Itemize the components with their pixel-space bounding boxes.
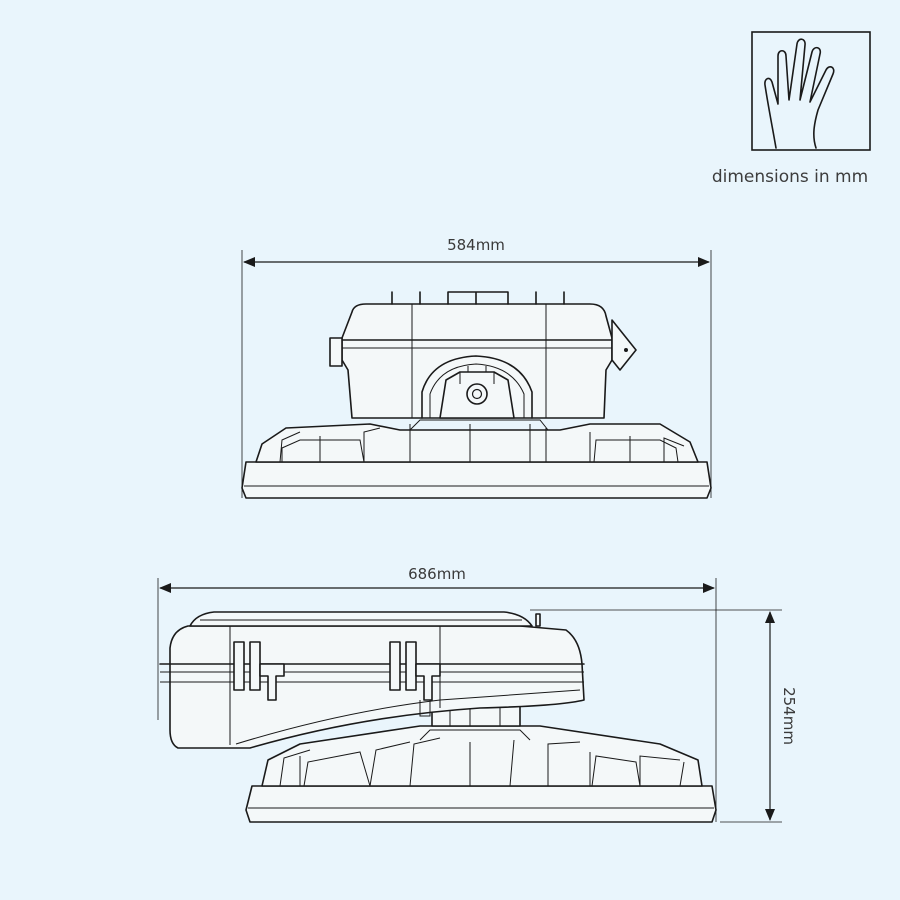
units-note: dimensions in mm bbox=[690, 167, 890, 187]
side-width-label: 686mm bbox=[408, 565, 466, 583]
side-view-drawing bbox=[158, 578, 782, 822]
front-view-drawing bbox=[242, 250, 711, 498]
side-height-label: 254mm bbox=[780, 687, 798, 745]
hand-icon bbox=[752, 32, 870, 150]
top-width-label: 584mm bbox=[447, 236, 505, 254]
